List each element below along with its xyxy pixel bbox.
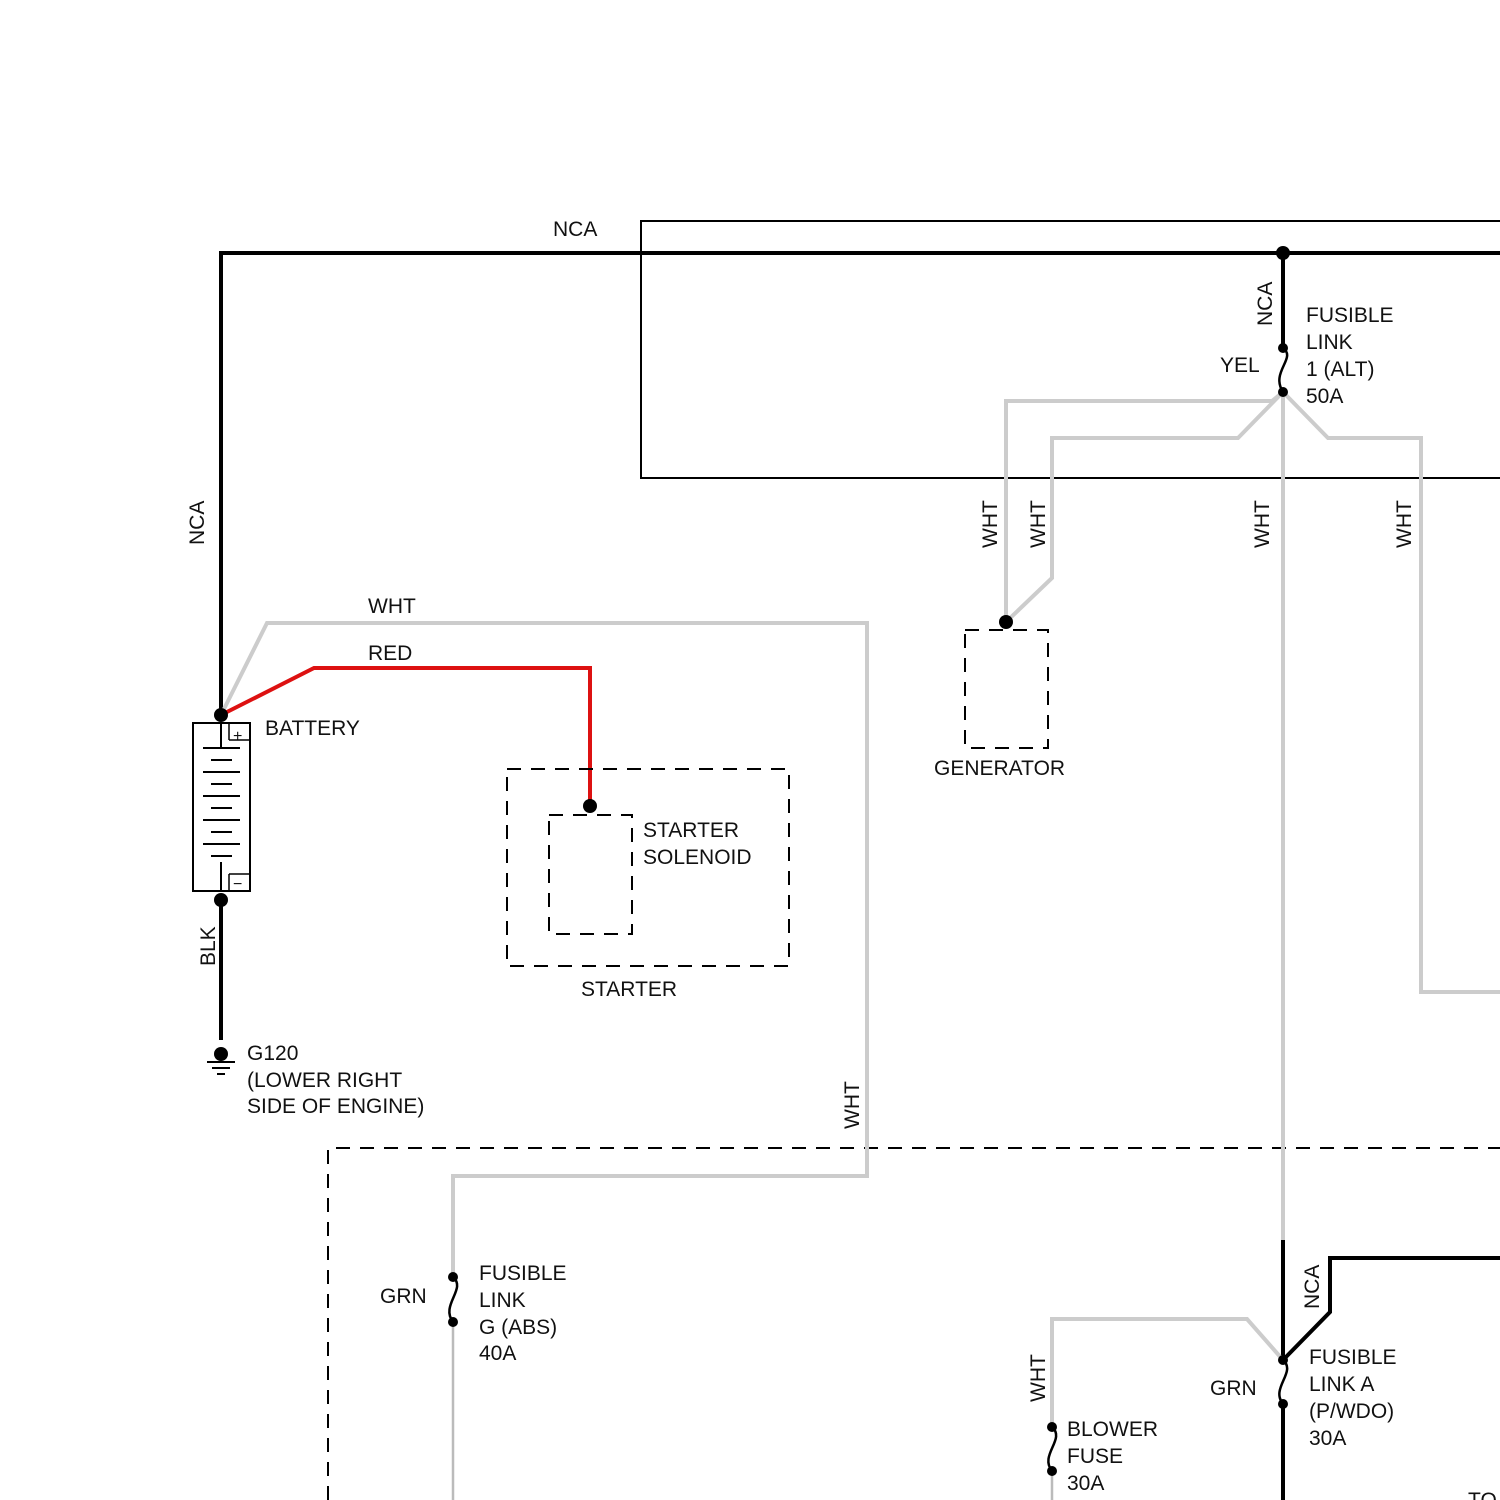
generator-terminal [999, 615, 1013, 629]
fusible-link-a-label-line4: 30A [1309, 1427, 1346, 1450]
starter-solenoid-label-line1: STARTER [643, 819, 739, 842]
starter-solenoid-label-line2: SOLENOID [643, 846, 752, 869]
blower-fuse-out [1047, 1466, 1057, 1476]
ground-label-line1: G120 [247, 1042, 298, 1065]
fusible-link-a-label-line2: LINK A [1309, 1373, 1374, 1396]
wire-wht-right [1283, 392, 1500, 992]
blower-fuse-label-line2: FUSE [1067, 1445, 1123, 1468]
label-red-battery: RED [368, 642, 412, 665]
fusible-link-1-label-line2: LINK [1306, 331, 1353, 354]
fusible-link-1-in [1278, 343, 1288, 353]
label-nca-fusible1: NCA [1254, 282, 1277, 326]
label-nca-fusible-a: NCA [1301, 1265, 1324, 1309]
fusible-link-a-label-line3: (P/WDO) [1309, 1400, 1394, 1423]
label-grn-fusible-a: GRN [1210, 1377, 1257, 1400]
fusible-link-1-out [1278, 387, 1288, 397]
ground-label-line3: SIDE OF ENGINE) [247, 1095, 424, 1118]
battery-positive-terminal [214, 708, 228, 722]
label-wht-generator-2: WHT [1027, 500, 1050, 548]
fusible-link-1-symbol [1279, 348, 1287, 392]
cut-off-label: TO [1468, 1489, 1497, 1500]
splice-node-top [1276, 246, 1290, 260]
label-wht-vertical: WHT [841, 1081, 864, 1129]
fusible-link-g-label-line3: G (ABS) [479, 1316, 557, 1339]
battery-label: BATTERY [265, 717, 360, 740]
battery-minus-sign: − [233, 876, 242, 893]
fusible-link-1-label-line3: 1 (ALT) [1306, 358, 1374, 381]
battery-plus-sign: + [233, 728, 242, 745]
label-grn-fusible-g: GRN [380, 1285, 427, 1308]
ground-symbol [207, 1062, 235, 1074]
fusible-link-a-out [1278, 1399, 1288, 1409]
label-wht-generator-1: WHT [979, 500, 1002, 548]
fusible-link-a-symbol [1279, 1360, 1287, 1404]
ground-terminal [214, 1047, 228, 1061]
blower-fuse-label-line3: 30A [1067, 1472, 1104, 1495]
fusible-link-a-label-line1: FUSIBLE [1309, 1346, 1397, 1369]
fusible-link-1-label-line1: FUSIBLE [1306, 304, 1394, 327]
label-wht-right: WHT [1393, 500, 1416, 548]
fusible-link-g-in [448, 1272, 458, 1282]
fusible-link-g-label-line1: FUSIBLE [479, 1262, 567, 1285]
label-blk-ground: BLK [197, 926, 220, 966]
fusible-link-a-in [1278, 1355, 1288, 1365]
starter-solenoid-box [549, 815, 632, 934]
label-yel-fusible1: YEL [1220, 354, 1260, 377]
label-nca-left: NCA [186, 501, 209, 545]
label-nca-top: NCA [553, 218, 597, 241]
fusible-link-1-label-line4: 50A [1306, 385, 1343, 408]
starter-label: STARTER [581, 978, 677, 1001]
ground-label-line2: (LOWER RIGHT [247, 1069, 402, 1092]
label-wht-main: WHT [1251, 500, 1274, 548]
fusible-link-g-label-line2: LINK [479, 1289, 526, 1312]
fusible-link-g-out [448, 1317, 458, 1327]
fusible-link-g-label-line4: 40A [479, 1342, 516, 1365]
battery-negative-terminal [214, 893, 228, 907]
blower-fuse-symbol [1048, 1427, 1056, 1471]
blower-fuse-label-line1: BLOWER [1067, 1418, 1158, 1441]
battery-symbol [193, 723, 250, 891]
generator-box [965, 630, 1048, 748]
generator-label: GENERATOR [934, 757, 1065, 780]
wire-wht-blower [1052, 1319, 1283, 1427]
fusible-link-g-symbol [449, 1277, 457, 1322]
blower-fuse-in [1047, 1422, 1057, 1432]
label-wht-blower: WHT [1027, 1354, 1050, 1402]
label-wht-battery: WHT [368, 595, 416, 618]
starter-solenoid-terminal [583, 799, 597, 813]
